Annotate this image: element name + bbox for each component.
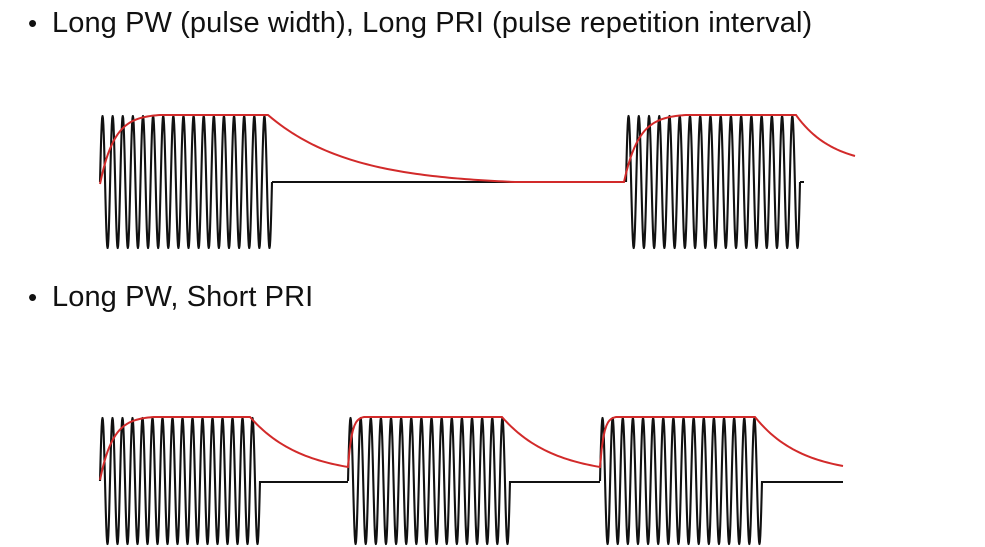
bullet-marker: • (28, 8, 38, 38)
pulse-1-carrier-waveform (98, 114, 274, 250)
pulse-1-carrier-waveform (98, 416, 262, 546)
pulse-3-carrier-waveform (598, 416, 764, 546)
short-pri-waveform-group (98, 416, 844, 546)
pulse-2-carrier-waveform (624, 114, 802, 250)
pulse-2-carrier-waveform (346, 416, 512, 546)
short-pri-envelope-curve (99, 416, 844, 481)
long-pri-waveform-group (98, 114, 856, 250)
bullet-text-long-pw-long-pri: Long PW (pulse width), Long PRI (pulse r… (52, 7, 813, 39)
long-pri-envelope-curve (99, 114, 856, 185)
bullet-text-long-pw-short-pri: Long PW, Short PRI (52, 281, 314, 313)
bullet-long-pw-long-pri: • Long PW (pulse width), Long PRI (pulse… (28, 6, 812, 40)
bullet-long-pw-short-pri: • Long PW, Short PRI (28, 280, 313, 314)
bullet-marker: • (28, 282, 38, 312)
